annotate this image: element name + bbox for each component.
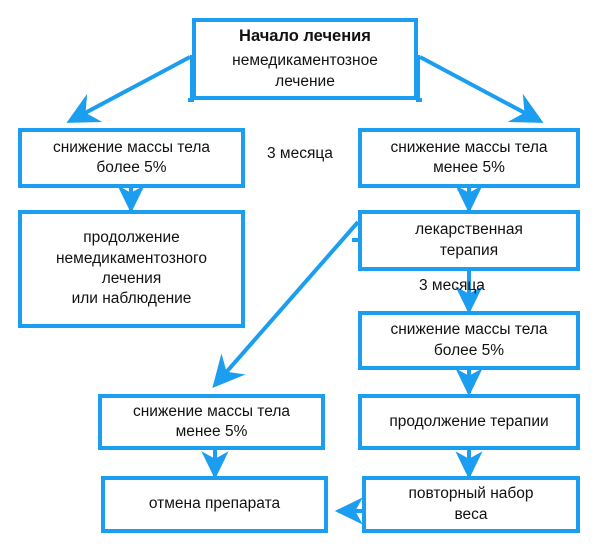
node-loss-more-5[interactable]: снижение массы тела более 5% bbox=[18, 128, 245, 188]
node-loss-more-5b[interactable]: снижение массы тела более 5% bbox=[358, 311, 580, 370]
connector-start-to-loss-less-5-diagonal bbox=[419, 55, 544, 123]
node-loss-less-5b-line2: менее 5% bbox=[175, 423, 248, 440]
node-regain-line2: веса bbox=[454, 505, 488, 523]
node-loss-more-5-line1: снижение массы тела bbox=[52, 138, 211, 156]
node-continue-therapy[interactable]: продолжение терапии bbox=[358, 394, 580, 450]
node-loss-more-5-line2: более 5% bbox=[96, 159, 167, 176]
connector-start-to-loss-less-5 bbox=[416, 55, 422, 102]
node-continue-nonpharm[interactable]: продолжение немедикаментозного лечения и… bbox=[18, 210, 245, 328]
node-loss-less-5b[interactable]: снижение массы тела менее 5% bbox=[98, 394, 325, 450]
node-continue-nonpharm-line4: или наблюдение bbox=[71, 290, 192, 308]
node-start[interactable]: Начало лечения немедикаментозное лечение bbox=[192, 18, 418, 100]
node-continue-nonpharm-line3: лечения bbox=[101, 270, 162, 287]
node-continue-therapy-line1: продолжение терапии bbox=[389, 412, 549, 430]
node-loss-more-5b-line2: более 5% bbox=[433, 341, 505, 359]
connector-drug-therapy-to-loss-less-5b-diagonal bbox=[212, 220, 360, 389]
node-withdraw[interactable]: отмена препарата bbox=[101, 476, 328, 533]
node-regain[interactable]: повторный набор веса bbox=[362, 476, 580, 533]
node-start-heading: Начало лечения bbox=[239, 26, 371, 45]
node-drug-therapy-line1: лекарственная bbox=[415, 221, 523, 239]
node-loss-less-5[interactable]: снижение массы тела менее 5% bbox=[358, 128, 580, 188]
node-loss-less-5-line1: снижение массы тела bbox=[390, 138, 548, 156]
node-continue-nonpharm-line2: немедикаментозного bbox=[56, 249, 207, 267]
node-start-line3: лечение bbox=[275, 72, 335, 90]
edge-label-top-3-months: 3 месяца bbox=[267, 145, 333, 162]
node-loss-less-5-line2: менее 5% bbox=[433, 159, 505, 176]
node-drug-therapy[interactable]: лекарственная терапия bbox=[358, 210, 580, 271]
node-withdraw-line1: отмена препарата bbox=[148, 495, 281, 513]
edge-label-mid-3-months: 3 месяца bbox=[419, 277, 485, 294]
node-loss-more-5b-line1: снижение массы тела bbox=[390, 321, 548, 339]
node-start-line2: немедикаментозное bbox=[232, 52, 378, 70]
node-continue-nonpharm-line1: продолжение bbox=[83, 229, 180, 247]
node-drug-therapy-line2: терапия bbox=[439, 241, 499, 259]
node-loss-less-5b-line1: снижение массы тела bbox=[132, 402, 291, 420]
node-regain-line1: повторный набор bbox=[408, 485, 534, 503]
connector-start-to-loss-more-5-diagonal bbox=[66, 55, 191, 123]
